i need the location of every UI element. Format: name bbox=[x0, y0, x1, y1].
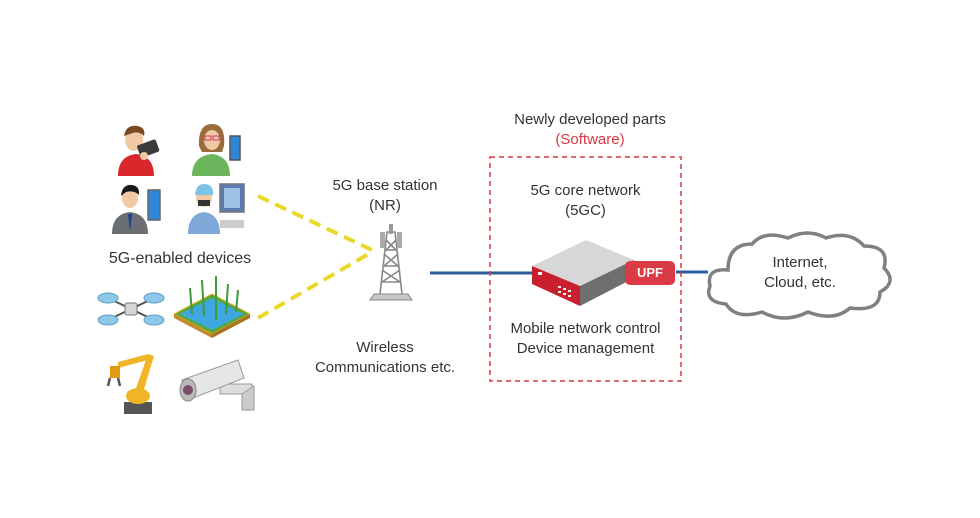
upf-badge-label: UPF bbox=[637, 265, 663, 280]
base-station-caption-line1: Wireless bbox=[356, 339, 414, 356]
newly-developed-header: Newly developed parts bbox=[514, 111, 666, 128]
core-network-title-line2: (5GC) bbox=[565, 202, 606, 219]
wireless-link-upper bbox=[257, 194, 373, 252]
smart-agriculture-field-icon bbox=[172, 276, 252, 338]
base-station-title-line1: 5G base station bbox=[332, 177, 438, 194]
upf-badge: UPF bbox=[625, 261, 675, 285]
core-caption-line2: Device management bbox=[516, 340, 655, 357]
wireless-link-lower bbox=[256, 250, 374, 320]
person-with-monitor-icon bbox=[188, 120, 244, 176]
core-caption-line1: Mobile network control bbox=[510, 320, 661, 337]
cloud-icon bbox=[700, 224, 900, 324]
person-with-tablet-icon bbox=[108, 120, 164, 176]
drone-icon bbox=[96, 286, 166, 332]
surgeon-remote-operation-icon bbox=[186, 178, 246, 234]
software-label: (Software) bbox=[555, 131, 625, 148]
businessman-with-display-icon bbox=[108, 178, 164, 234]
cloud-label-line2: Cloud, etc. bbox=[764, 274, 836, 291]
cell-tower-icon bbox=[366, 222, 416, 302]
core-network-title-line1: 5G core network bbox=[530, 182, 641, 199]
security-camera-icon bbox=[176, 356, 256, 412]
devices-label: 5G-enabled devices bbox=[108, 250, 252, 267]
server-appliance-icon bbox=[528, 236, 638, 310]
base-station-caption-line2: Communications etc. bbox=[314, 359, 456, 376]
base-station-title-line2: (NR) bbox=[369, 197, 401, 214]
cloud-label-line1: Internet, bbox=[772, 254, 828, 271]
industrial-robot-arm-icon bbox=[104, 344, 160, 416]
